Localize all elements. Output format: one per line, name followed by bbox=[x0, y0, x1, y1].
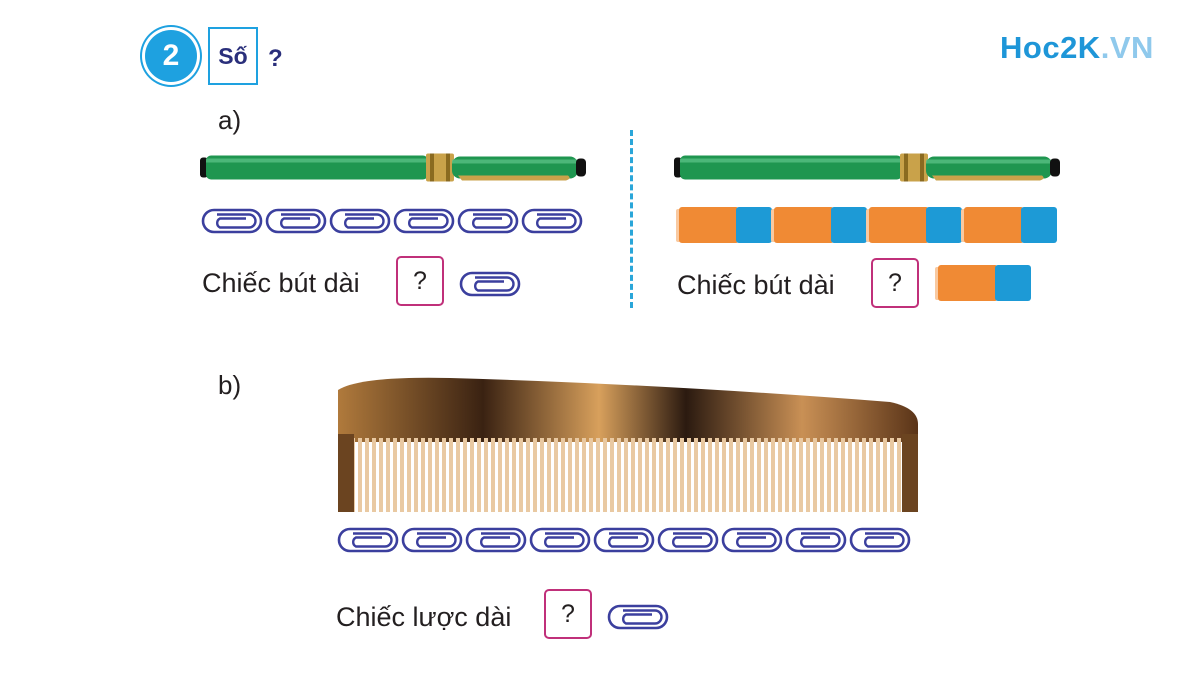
eraser-icon bbox=[866, 207, 962, 243]
paperclip-icon bbox=[592, 526, 656, 554]
paperclip-icon bbox=[456, 207, 520, 235]
eraser-icon bbox=[961, 207, 1057, 243]
eraser-icon bbox=[771, 207, 867, 243]
part-b-label: b) bbox=[218, 370, 242, 400]
exercise-question-mark: ? bbox=[268, 45, 283, 72]
part-a-label: a) bbox=[218, 105, 242, 135]
paperclip-icon bbox=[520, 207, 584, 235]
paperclip-icon bbox=[200, 207, 264, 235]
exercise-number: 2 bbox=[162, 39, 180, 72]
paperclip-icon bbox=[400, 526, 464, 554]
part-b-sentence: Chiếc lược dài bbox=[336, 602, 512, 632]
paperclip-icon bbox=[264, 207, 328, 235]
paperclip-icon bbox=[392, 207, 456, 235]
paperclip-icon bbox=[528, 526, 592, 554]
paperclip-icon bbox=[720, 526, 784, 554]
exercise-title: Số bbox=[218, 43, 248, 69]
part-b-answer-box[interactable]: ? bbox=[544, 589, 592, 639]
part-a-right-sentence: Chiếc bút dài bbox=[677, 270, 835, 300]
paperclip-icon bbox=[784, 526, 848, 554]
pen-image-left bbox=[200, 150, 590, 185]
exercise-number-badge: 2 bbox=[145, 30, 197, 82]
logo-text-b: .VN bbox=[1100, 30, 1154, 65]
part-a-left-sentence: Chiếc bút dài bbox=[202, 268, 360, 298]
comb-image bbox=[338, 377, 918, 512]
exercise-title-box: Số bbox=[208, 27, 258, 85]
paperclip-icon bbox=[336, 526, 400, 554]
paperclip-icon bbox=[458, 270, 522, 298]
paperclip-icon bbox=[606, 603, 670, 631]
part-a-right-answer-box[interactable]: ? bbox=[871, 258, 919, 308]
eraser-icon bbox=[676, 207, 772, 243]
logo-text-a: Hoc2K bbox=[1000, 30, 1101, 65]
logo: Hoc2K.VN bbox=[1000, 30, 1154, 66]
part-a-left-answer-box[interactable]: ? bbox=[396, 256, 444, 306]
paperclip-icon bbox=[656, 526, 720, 554]
paperclip-icon bbox=[848, 526, 912, 554]
paperclip-icon bbox=[464, 526, 528, 554]
paperclip-icon bbox=[328, 207, 392, 235]
eraser-icon bbox=[935, 265, 1031, 301]
section-divider bbox=[630, 130, 633, 308]
pen-image-right bbox=[674, 150, 1064, 185]
